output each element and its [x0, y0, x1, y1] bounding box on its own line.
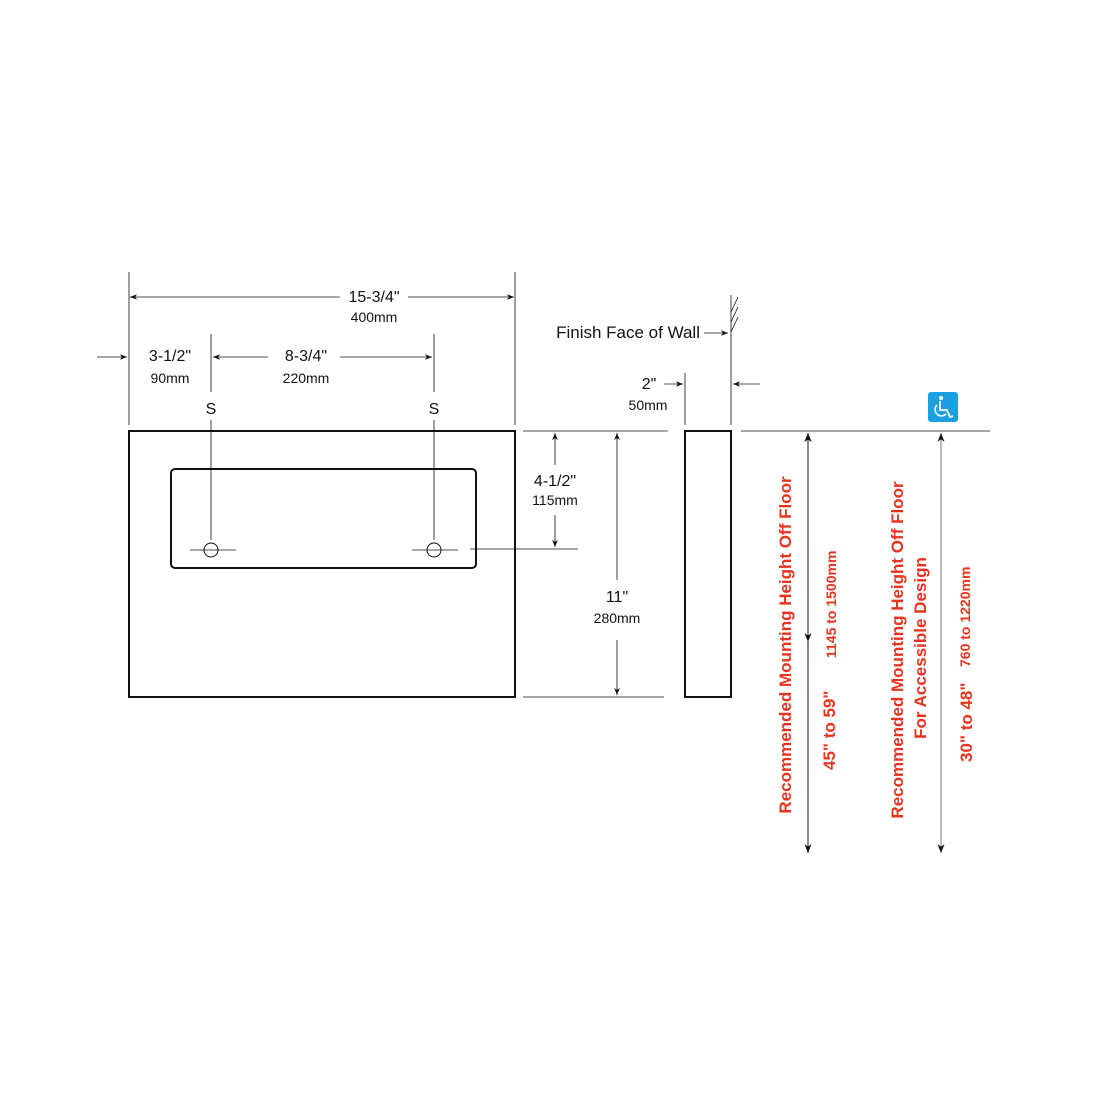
standard-height-range-inches: 45" to 59": [820, 691, 839, 770]
width-inches: 15-3/4": [348, 289, 399, 306]
finish-face-of-wall-label: Finish Face of Wall: [556, 323, 700, 342]
top-to-hole-inches: 4-1/2": [534, 473, 576, 490]
width-mm: 400mm: [351, 309, 398, 325]
standard-height-range-mm: 1145 to 1500mm: [823, 551, 839, 658]
edge-to-hole-inches: 3-1/2": [149, 348, 191, 365]
depth-mm: 50mm: [629, 397, 668, 413]
front-view: S S 15-3/4" 400mm 3-1/2" 90mm 8-3/4" 220…: [97, 272, 668, 698]
wheelchair-accessibility-icon: [928, 392, 958, 422]
dispenser-opening: [170, 468, 477, 569]
mounting-hole-right: [412, 542, 458, 558]
height-inches: 11": [606, 589, 628, 606]
stud-label-left: S: [206, 401, 217, 418]
dispenser-front-outline: [128, 430, 516, 698]
accessible-height-label-line1: Recommended Mounting Height Off Floor: [888, 481, 907, 819]
hole-spacing-mm: 220mm: [283, 370, 330, 386]
top-to-hole-mm: 115mm: [532, 492, 578, 508]
height-mm: 280mm: [594, 610, 641, 626]
accessible-height-range-inches: 30" to 48": [957, 683, 976, 762]
wall-hatch: [730, 296, 739, 333]
hole-spacing-inches: 8-3/4": [285, 348, 327, 365]
depth-inches: 2": [642, 376, 657, 393]
mounting-hole-left: [190, 542, 236, 558]
side-view: Finish Face of Wall 2" 50mm: [556, 295, 760, 698]
dispenser-side-outline: [684, 430, 732, 698]
mounting-heights: Recommended Mounting Height Off Floor 45…: [741, 392, 990, 853]
accessible-height-label-line2: For Accessible Design: [911, 557, 930, 739]
standard-height-label: Recommended Mounting Height Off Floor: [776, 476, 795, 814]
edge-to-hole-mm: 90mm: [151, 370, 190, 386]
stud-label-right: S: [429, 401, 440, 418]
accessible-height-range-mm: 760 to 1220mm: [957, 567, 973, 667]
